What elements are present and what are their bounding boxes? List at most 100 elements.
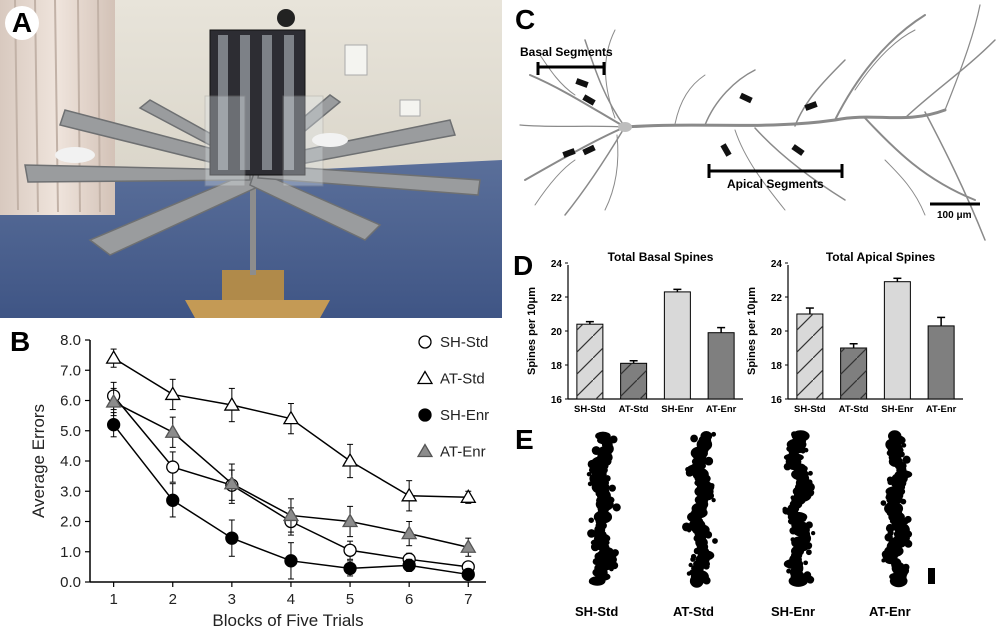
- x-tick-label: AT-Enr: [926, 404, 957, 415]
- data-point: [166, 460, 180, 474]
- data-point: [460, 489, 477, 503]
- spine-blob: [788, 575, 808, 587]
- spine-head: [712, 538, 718, 544]
- bar: [663, 291, 691, 400]
- spine-head: [711, 431, 717, 437]
- dendrite-label-at-std: AT-Std: [673, 604, 714, 619]
- apical-segments-label: Apical Segments: [727, 177, 824, 191]
- x-tick-label: 6: [405, 591, 413, 608]
- spine-head: [782, 507, 790, 515]
- bar-hatch: [796, 314, 823, 399]
- data-point: [401, 487, 418, 502]
- y-tick-label: 16: [551, 395, 563, 406]
- spine-head: [686, 571, 692, 576]
- spine-head: [586, 471, 592, 477]
- chart-title: Total Basal Spines: [608, 250, 714, 264]
- legend-marker: [416, 443, 434, 458]
- spine-head: [685, 469, 694, 477]
- y-tick-label: 1.0: [60, 544, 81, 561]
- spine-head: [880, 500, 887, 506]
- data-point: [105, 393, 122, 408]
- y-axis-label: Average Errors: [29, 404, 48, 518]
- spine-head: [703, 563, 710, 570]
- legend-label: SH-Std: [440, 334, 488, 351]
- spine-head: [806, 575, 815, 584]
- data-point: [341, 513, 359, 528]
- spine-head: [608, 484, 616, 492]
- spine-head: [890, 579, 896, 585]
- spine-head: [901, 442, 907, 448]
- legend-marker: [418, 408, 432, 422]
- spine-head: [806, 549, 812, 556]
- spine-head: [789, 526, 797, 535]
- dendrite-segment: [586, 431, 621, 586]
- legend-label: AT-Std: [440, 371, 485, 388]
- spine-head: [709, 483, 715, 488]
- spine-head: [694, 488, 700, 494]
- spine-head: [588, 578, 595, 585]
- x-tick-label: SH-Enr: [661, 404, 694, 415]
- data-point: [223, 475, 240, 490]
- bar-hatch: [620, 363, 647, 399]
- x-tick-label: 4: [287, 591, 295, 608]
- basal-segments-label: Basal Segments: [520, 45, 613, 59]
- series-at-std: [105, 348, 477, 512]
- panel-e-dendrite-segments: E SH-Std AT-Std SH-Enr AT-Enr: [505, 418, 1000, 636]
- spine-head: [704, 456, 714, 466]
- panel-d-letter: D: [513, 250, 534, 281]
- spine-head: [803, 560, 809, 566]
- y-axis-label: Spines per 10μm: [746, 287, 758, 375]
- spine-head: [904, 539, 913, 548]
- dendrite-label-at-enr: AT-Enr: [869, 604, 911, 619]
- panel-c-neuron-tracing: C: [505, 0, 1000, 248]
- x-tick-label: 3: [228, 591, 236, 608]
- y-axis-label: Spines per 10μm: [526, 287, 538, 375]
- panel-a-letter: A: [11, 7, 33, 38]
- y-tick-label: 22: [551, 293, 563, 304]
- panel-c-letter: C: [515, 4, 536, 35]
- scale-bar-label: 100 μm: [937, 210, 972, 221]
- legend-marker: [416, 370, 434, 385]
- data-point: [343, 543, 357, 557]
- data-point: [105, 349, 122, 364]
- y-tick-label: 7.0: [60, 362, 81, 379]
- spine-head: [887, 479, 893, 486]
- spine-head: [805, 542, 813, 550]
- y-tick-label: 18: [771, 361, 783, 372]
- data-point: [461, 567, 475, 582]
- spine-head: [900, 498, 907, 505]
- spine-head: [612, 503, 621, 512]
- spine-head: [881, 558, 886, 563]
- spine-head: [686, 528, 692, 533]
- x-tick-label: SH-Std: [574, 404, 606, 415]
- y-tick-label: 18: [551, 361, 563, 372]
- y-tick-label: 3.0: [60, 483, 81, 500]
- dendrite-label-sh-std: SH-Std: [575, 604, 619, 619]
- spine-head: [588, 517, 594, 523]
- spine-head: [590, 542, 600, 552]
- x-tick-label: SH-Std: [794, 404, 826, 415]
- data-point: [343, 561, 357, 576]
- spine-head: [904, 515, 912, 523]
- panel-a-maze-photo: A: [0, 0, 502, 318]
- panel-b-letter: B: [10, 326, 31, 357]
- x-tick-label: AT-Std: [619, 404, 649, 415]
- spine-head: [811, 531, 816, 536]
- y-tick-label: 5.0: [60, 423, 81, 440]
- x-axis-label: Blocks of Five Trials: [212, 611, 363, 630]
- bar: [707, 332, 735, 400]
- y-tick-label: 8.0: [60, 332, 81, 349]
- data-point: [341, 452, 359, 467]
- y-tick-label: 22: [771, 293, 783, 304]
- spine-head: [786, 568, 792, 574]
- spine-head: [587, 529, 596, 538]
- legend-label: SH-Enr: [440, 407, 489, 424]
- data-point: [106, 418, 121, 432]
- y-tick-label: 4.0: [60, 453, 81, 470]
